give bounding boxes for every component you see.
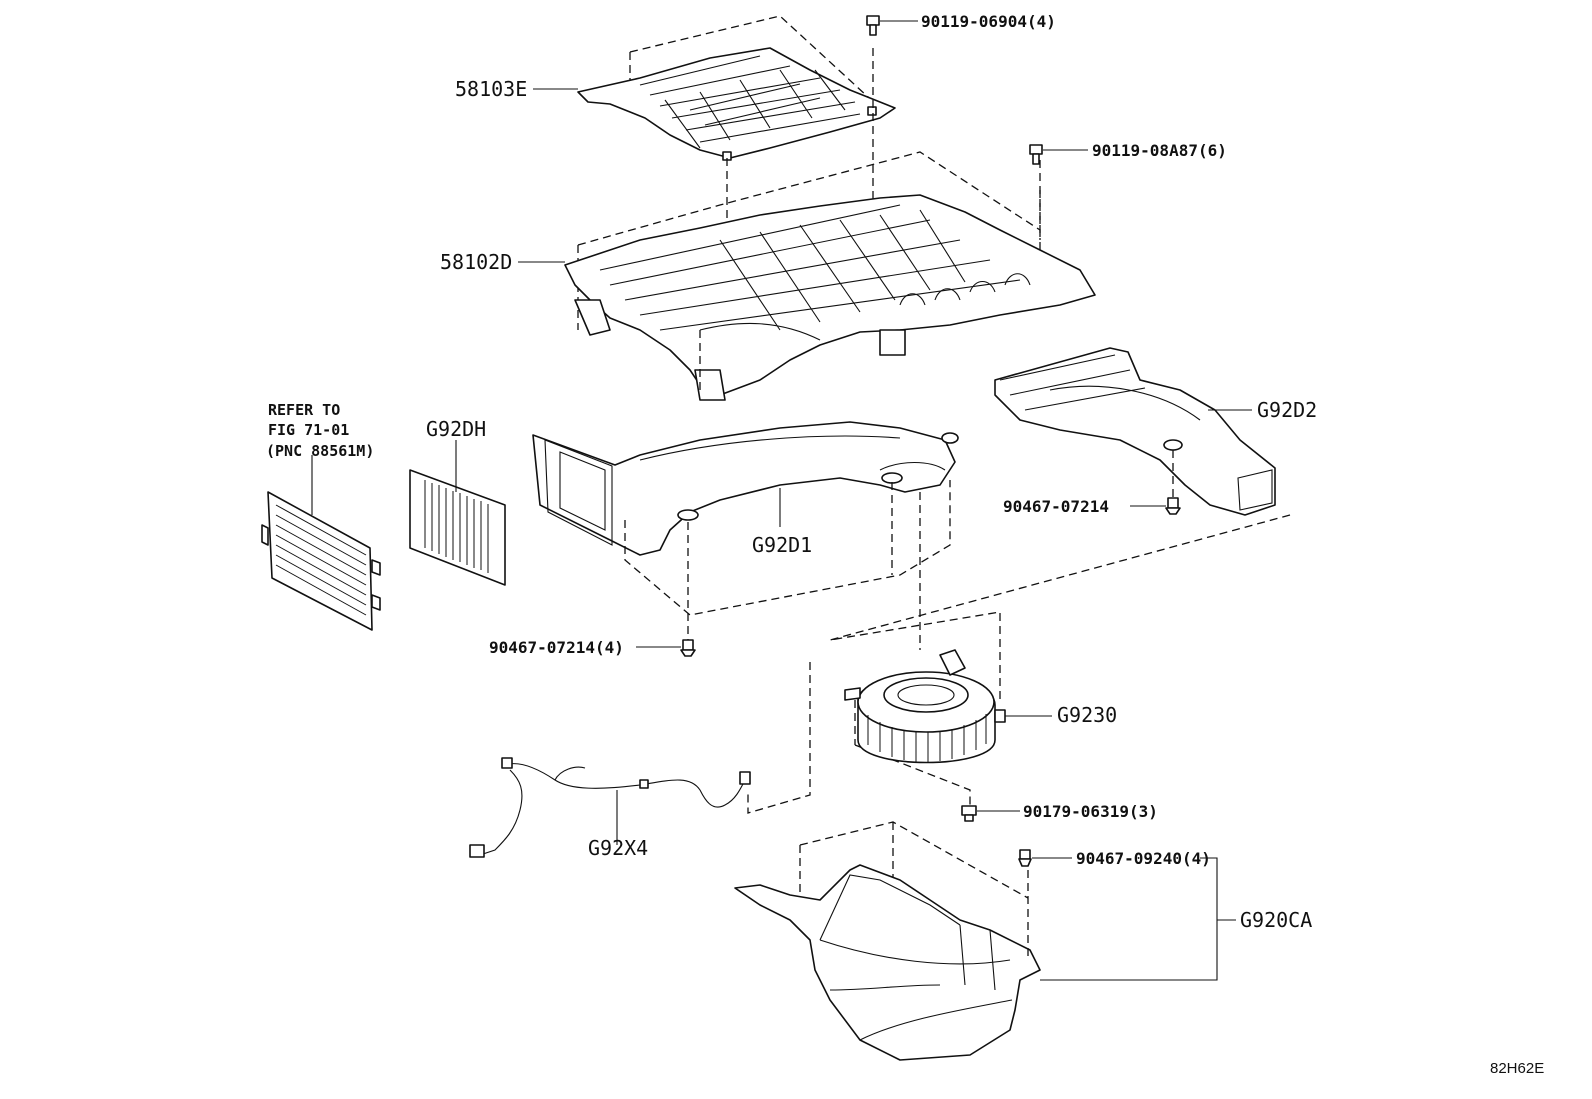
label-G9230: G9230 [1057, 703, 1117, 727]
label-90179-06319: 90179-06319(3) [1023, 802, 1158, 821]
label-G920CA: G920CA [1240, 908, 1312, 932]
label-G92X4: G92X4 [588, 836, 648, 860]
label-G92D1: G92D1 [752, 533, 812, 557]
part-G92DH-filter [409, 469, 506, 586]
label-90119-08A87: 90119-08A87(6) [1092, 141, 1227, 160]
label-G92D2: G92D2 [1257, 398, 1317, 422]
part-G920CA-housing [734, 821, 1041, 1061]
figure-code: 82H62E [1490, 1060, 1544, 1077]
clip-90467-07214 [1165, 497, 1181, 515]
clip-90467-09240 [1018, 849, 1032, 867]
label-90467-07214-4: 90467-07214(4) [489, 638, 624, 657]
bolt-90119-06904 [866, 15, 880, 36]
part-G9230-blower [844, 649, 1006, 764]
part-grille-88561M [261, 491, 381, 631]
label-58102D: 58102D [440, 250, 512, 274]
part-G92X4-harness [469, 757, 751, 858]
refer-to-line1: REFER TO [268, 401, 340, 419]
clip-90467-07214-4 [680, 639, 696, 657]
label-90119-06904: 90119-06904(4) [921, 12, 1056, 31]
refer-to-line3: (PNC 88561M) [266, 442, 374, 460]
part-G92D2-duct [994, 347, 1276, 516]
part-58103E-tray [577, 15, 896, 161]
refer-to-line2: FIG 71-01 [268, 421, 349, 439]
screw-90179-06319 [961, 805, 977, 822]
label-58103E: 58103E [455, 77, 527, 101]
part-58102D-tray [564, 151, 1096, 401]
part-G92D1-duct [532, 421, 959, 556]
label-G92DH: G92DH [426, 417, 486, 441]
label-90467-07214: 90467-07214 [1003, 497, 1109, 516]
label-90467-09240: 90467-09240(4) [1076, 849, 1211, 868]
bolt-90119-08A87 [1029, 144, 1043, 165]
